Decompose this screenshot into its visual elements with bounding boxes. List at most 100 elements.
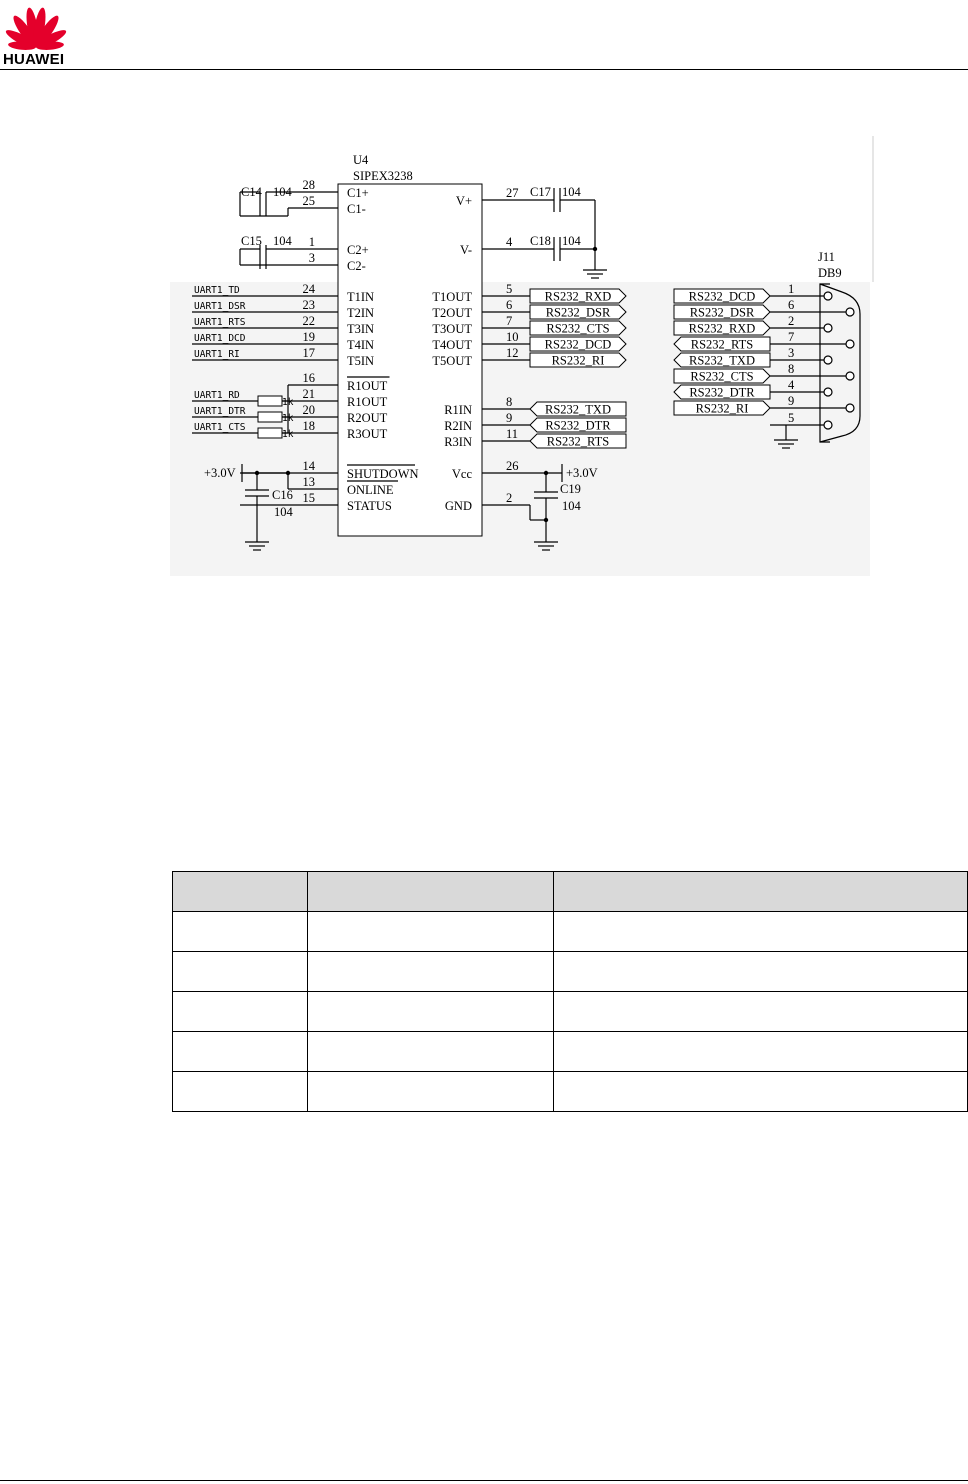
pin-number: 6	[506, 298, 512, 312]
net-tag	[673, 288, 771, 304]
net-tag	[673, 368, 771, 384]
uart-net-label: UART1_RI	[194, 349, 240, 360]
connector-pin-number: 3	[788, 346, 794, 360]
cap-ref: C15	[241, 234, 262, 248]
pin-number: 11	[506, 427, 518, 441]
pin-number: 1	[309, 235, 315, 249]
pin-name: T3IN	[347, 322, 374, 336]
net-label: RS232_DSR	[546, 306, 611, 320]
pin-number: 8	[506, 395, 512, 409]
header-rule	[0, 69, 968, 70]
pin-name: C2+	[347, 243, 369, 257]
table-header-row	[172, 871, 968, 912]
cap-ref: C14	[241, 185, 263, 199]
pin-name: V-	[460, 243, 472, 257]
table-cell	[307, 1031, 554, 1072]
table-header-cell	[553, 871, 968, 912]
pin-number: 13	[303, 475, 316, 489]
connector-type: DB9	[818, 266, 842, 280]
cap-ref: C16	[272, 488, 293, 502]
net-tag	[529, 401, 627, 417]
cap-value: 104	[274, 505, 294, 519]
pin-number: 5	[506, 282, 512, 296]
pin-name: Vcc	[452, 467, 473, 481]
pin-name: STATUS	[347, 499, 392, 513]
table-row	[172, 1031, 968, 1072]
net-tag	[673, 336, 771, 352]
schematic-svg: U4 SIPEX3238 28C1+25C1-1C2+3C2-24T1INUAR…	[170, 136, 874, 576]
junction-dot	[285, 470, 291, 476]
table-cell	[307, 991, 554, 1032]
pin-name: R2IN	[444, 419, 472, 433]
table-cell	[553, 1071, 968, 1112]
uart-net-label: UART1_DSR	[194, 301, 246, 312]
pin-number: 14	[303, 459, 316, 473]
cap-ref: C17	[530, 185, 551, 199]
pin-name: T2OUT	[432, 306, 472, 320]
uart-net-label: UART1_RD	[194, 390, 240, 401]
table-header-cell	[172, 871, 308, 912]
pin-name: GND	[445, 499, 472, 513]
table-row	[172, 951, 968, 992]
pin-name: C2-	[347, 259, 366, 273]
huawei-flower-icon	[5, 7, 67, 50]
connector-pin-icon	[845, 307, 855, 317]
pin-name: SHUTDOWN	[347, 467, 419, 481]
pin-number: 23	[303, 298, 316, 312]
net-tag	[529, 288, 627, 304]
pin-number: 3	[309, 251, 315, 265]
uart-net-label: UART1_TD	[194, 285, 240, 296]
pin-name: T1OUT	[432, 290, 472, 304]
cap-value: 104	[562, 234, 582, 248]
net-tag	[529, 417, 627, 433]
db9-connector: J11DB91RS232_DCD6RS232_DSR2RS232_RXD7RS2…	[673, 250, 861, 449]
table-cell	[307, 911, 554, 952]
connector-pin-icon	[845, 339, 855, 349]
pin-number: 9	[506, 411, 512, 425]
pin-number: 22	[303, 314, 316, 328]
net-label: RS232_RXD	[545, 290, 612, 304]
table-cell	[172, 1031, 308, 1072]
chip-part: SIPEX3238	[353, 169, 413, 183]
net-label: RS232_RTS	[547, 435, 610, 449]
connector-pin-icon	[823, 387, 833, 397]
net-tag	[529, 433, 627, 449]
net-label: RS232_RI	[696, 402, 749, 416]
table-cell	[172, 951, 308, 992]
cap-value: 104	[562, 499, 582, 513]
uart-net-label: UART1_CTS	[194, 422, 246, 433]
net-label: RS232_TXD	[545, 403, 611, 417]
pin-name: ONLINE	[347, 483, 394, 497]
table-cell	[307, 1071, 554, 1112]
connector-pin-icon	[845, 403, 855, 413]
cap-ref: C19	[560, 482, 581, 496]
pin-number: 2	[506, 491, 512, 505]
net-label: RS232_CTS	[546, 322, 609, 336]
footer-rule	[0, 1480, 968, 1481]
pin-name: R2OUT	[347, 411, 388, 425]
pin-number: 25	[303, 194, 316, 208]
table-cell	[553, 1031, 968, 1072]
connector-ref: J11	[818, 250, 835, 264]
resistor-icon	[257, 395, 283, 407]
power-label: +3.0V	[566, 466, 598, 480]
resistor-icon	[257, 411, 283, 423]
connector-pin-icon	[845, 371, 855, 381]
connector-pin-number: 6	[788, 298, 794, 312]
pin-name: R3IN	[444, 435, 472, 449]
pin-name: R3OUT	[347, 427, 388, 441]
pin-name: R1OUT	[347, 379, 388, 393]
pin-name: T2IN	[347, 306, 374, 320]
net-label: RS232_DCD	[545, 338, 612, 352]
net-label: RS232_RTS	[691, 338, 754, 352]
table-cell	[172, 1071, 308, 1112]
pin-number: 7	[506, 314, 512, 328]
net-tag	[673, 320, 771, 336]
table-cell	[553, 991, 968, 1032]
net-tag	[673, 400, 771, 416]
resistor-icon	[257, 427, 283, 439]
uart-net-label: UART1_DTR	[194, 406, 246, 417]
connector-pin-icon	[823, 291, 833, 301]
